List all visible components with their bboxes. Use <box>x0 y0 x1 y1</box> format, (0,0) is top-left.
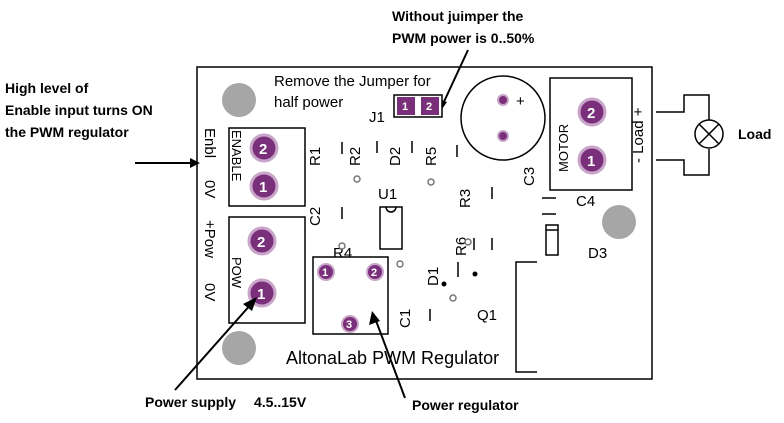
r4-pad-left-num: 1 <box>322 267 328 279</box>
load-label: Load <box>738 126 771 142</box>
d2-label: D2 <box>387 147 404 166</box>
mounting-hole-bottom-left <box>222 331 256 365</box>
j1-pad-left <box>397 97 415 115</box>
mounting-hole-top-left <box>222 83 256 117</box>
r4-pad-left <box>317 263 335 281</box>
c2-label: C2 <box>307 207 324 226</box>
pow-pad-top <box>247 226 277 256</box>
r1-label: R1 <box>307 147 324 166</box>
u1-notch <box>385 206 397 213</box>
power-supply-arrow <box>174 302 253 391</box>
remove-jumper-line1: Remove the Jumper for <box>274 73 431 90</box>
c4-label: C4 <box>576 193 595 210</box>
j1-label: J1 <box>369 109 385 126</box>
via-r6 <box>464 238 472 246</box>
enable-pad-bottom-num: 1 <box>259 179 267 196</box>
enable-note-line3: the PWM regulator <box>5 124 129 140</box>
c3-capacitor <box>460 75 546 161</box>
enbl-label: Enbl <box>201 128 218 158</box>
lamp-cross-2 <box>698 123 720 145</box>
motor-connector-label: MOTOR <box>556 124 571 172</box>
j1-pad-left-num: 1 <box>402 101 408 113</box>
jumper-note-line1: Without juimper the <box>392 8 524 24</box>
r4-pad-bottom <box>341 315 359 333</box>
enable-connector-label: ENABLE <box>229 130 244 182</box>
enable-pad-bottom <box>249 171 279 201</box>
u1-label: U1 <box>378 186 397 203</box>
c1-label: C1 <box>397 309 414 328</box>
power-regulator-arrow <box>374 317 406 399</box>
pow-pad-top-num: 2 <box>257 234 265 251</box>
jumper-note-line2: PWM power is 0..50% <box>392 30 535 46</box>
d3-body <box>545 224 559 256</box>
board-title: AltonaLab PWM Regulator <box>286 348 499 368</box>
via-d2 <box>427 178 435 186</box>
power-supply-range: 4.5..15V <box>254 394 307 410</box>
motor-pad-top-num: 2 <box>587 105 595 122</box>
pow-plus-label: +Pow <box>201 220 218 258</box>
mounting-hole-right <box>602 205 636 239</box>
via-r2 <box>353 175 361 183</box>
q1-label: Q1 <box>477 307 497 324</box>
r4-pad-right <box>366 263 384 281</box>
enable-note-line1: High level of <box>5 80 89 96</box>
motor-pad-bottom-num: 1 <box>587 153 595 170</box>
pow-0v-label: 0V <box>201 283 218 301</box>
load-wire-top <box>656 94 710 120</box>
c3-label: C3 <box>521 167 538 186</box>
c3-plus-label: + <box>516 93 525 110</box>
d3-label: D3 <box>588 245 607 262</box>
j1-pad-right-num: 2 <box>426 101 432 113</box>
enable-pad-top-num: 2 <box>259 141 267 158</box>
load-wire-bottom <box>656 149 710 176</box>
r3-label: R3 <box>457 189 474 208</box>
via-r4 <box>338 242 346 250</box>
power-regulator-label: Power regulator <box>412 397 519 413</box>
pow-connector-label: POW <box>229 257 244 289</box>
d1-label: D1 <box>425 267 442 286</box>
q1-transistor-outline <box>515 261 537 373</box>
r4-pad-bottom-num: 3 <box>346 319 352 331</box>
u1-chip-outline <box>379 206 403 250</box>
via-r4-right <box>396 260 404 268</box>
r5-label: R5 <box>423 147 440 166</box>
enable-note-arrow-head <box>190 158 200 168</box>
r4-pad-right-num: 2 <box>371 267 377 279</box>
remove-jumper-line2: half power <box>274 94 343 111</box>
load-polarity-label: - Load + <box>630 107 647 163</box>
motor-pad-bottom <box>577 145 607 175</box>
jumper-note-arrow <box>441 49 469 107</box>
c3-pad-top <box>497 94 509 106</box>
r2-label: R2 <box>347 147 364 166</box>
power-regulator-arrow-head <box>369 311 380 325</box>
motor-pad-top <box>577 97 607 127</box>
j1-pad-right <box>421 97 439 115</box>
c3-pad-bottom <box>497 130 509 142</box>
q1-dot <box>472 271 478 277</box>
enable-pad-top <box>249 133 279 163</box>
pow-pad-bottom-num: 1 <box>257 286 265 303</box>
d1-dot <box>441 281 447 287</box>
power-supply-arrow-head <box>243 297 257 311</box>
via-d1 <box>449 294 457 302</box>
enable-note-line2: Enable input turns ON <box>5 102 153 118</box>
enable-0v-label: 0V <box>201 180 218 198</box>
power-supply-label: Power supply <box>145 394 236 410</box>
